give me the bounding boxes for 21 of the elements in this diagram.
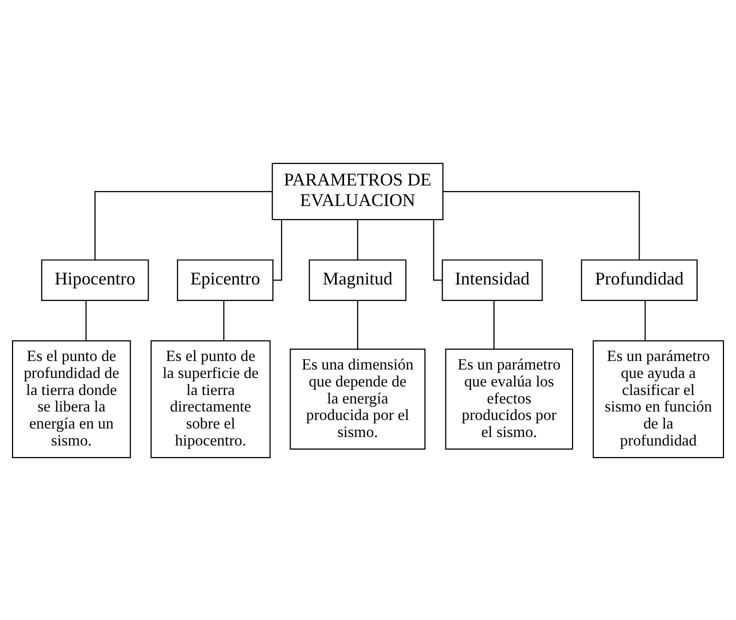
connector [357,300,358,349]
node-box: Epicentro [176,258,274,300]
node-box: Es el punto de profundidad de la tierra donde se libera la energía en un sismo. [12,340,131,458]
connector [273,220,282,280]
node-box: Es un parámetro que evalúa los efectos producidos por el sismo. [445,348,574,450]
connector [493,300,495,349]
node-box: Hipocentro [41,258,149,300]
connector [644,300,646,340]
node-box: Magnitud [308,258,406,300]
node-box: Es un parámetro que ayuda a clasificar el sismo en función de la profundidad [592,340,724,458]
node-box: Intensidad [442,258,543,300]
node-box: Es una dimensión que depende de la energía producida por el sismo. [290,348,426,450]
connector [85,300,87,340]
connector [433,220,442,280]
connector [357,220,358,260]
node-box: Profundidad [580,258,698,300]
connector [94,190,272,260]
connector [443,190,640,260]
connector [223,300,224,340]
node-box: PARAMETROS DE EVALUACION [272,162,444,220]
node-box: Es el punto de la superficie de la tierra directamente sobre el hipocentro. [150,340,271,458]
